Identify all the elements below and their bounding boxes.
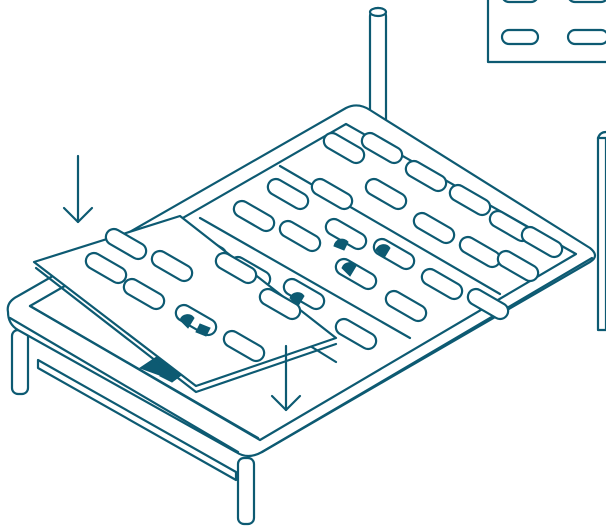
bed-slots — [184, 131, 564, 351]
legs — [10, 328, 256, 526]
spare-panel — [486, 0, 606, 64]
down-arrow-icon — [62, 154, 94, 224]
lowering-panel — [32, 214, 338, 394]
down-arrow-icon — [270, 344, 302, 412]
headboard-post-right — [596, 130, 606, 332]
spare-panel-slots — [500, 0, 606, 46]
